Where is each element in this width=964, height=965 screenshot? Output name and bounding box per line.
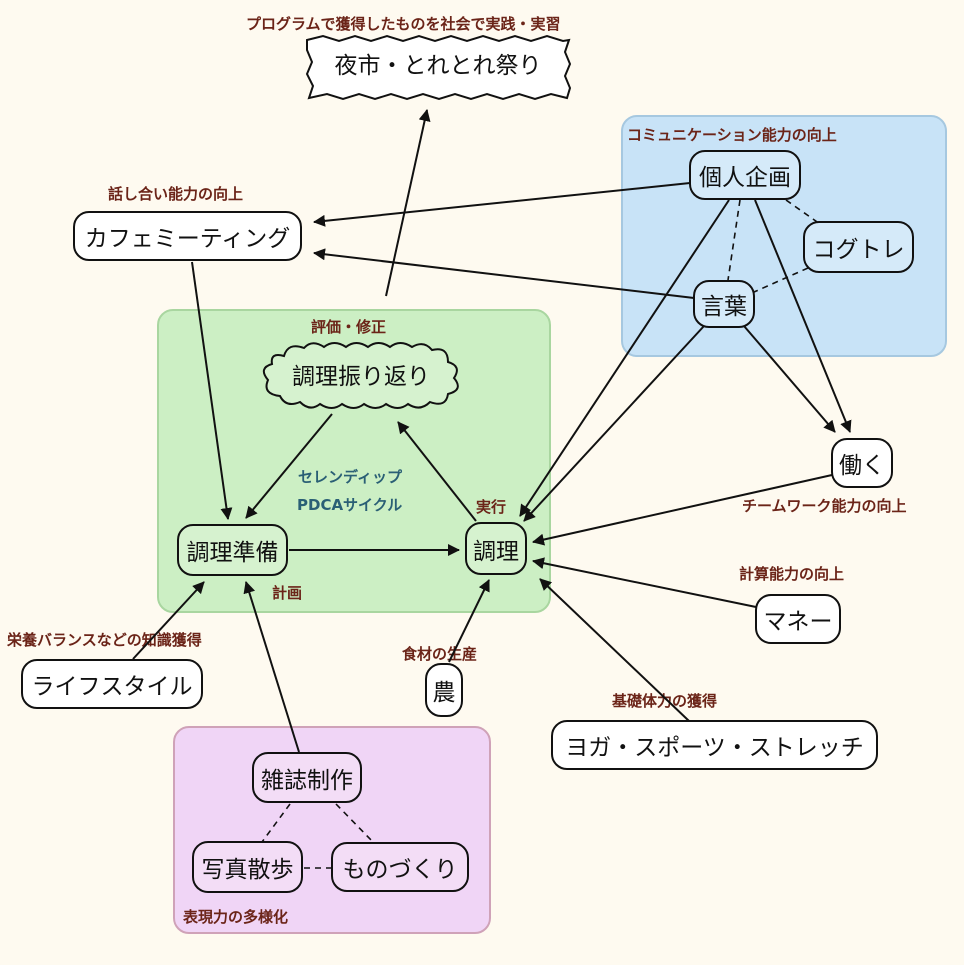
edge-kotoba-to-cooking	[523, 325, 705, 522]
edge-cafe-to-prep	[191, 261, 233, 520]
edge-review-to-prep	[245, 413, 333, 519]
review-cloud-shape	[262, 342, 459, 409]
node-crafting: ものづくり	[331, 842, 469, 892]
label-plan: 計画	[272, 584, 303, 602]
edge-project-to-cafe	[313, 182, 691, 227]
node-work: 働く	[831, 438, 893, 488]
edge-work-to-cooking	[532, 474, 833, 546]
node-money: マネー	[755, 594, 841, 644]
edge-lifestyle-to-prep	[132, 581, 205, 660]
edge-yoga-to-cooking	[539, 578, 690, 722]
node-personal-project: 個人企画	[689, 150, 801, 200]
edge-cogtre-kotoba-dashed	[753, 267, 809, 293]
edge-kotoba-to-cafe	[313, 248, 695, 299]
node-cooking: 調理	[465, 522, 527, 575]
node-photo-walk: 写真散歩	[192, 841, 303, 893]
node-yoga-sports-stretch: ヨガ・スポーツ・ストレッチ	[551, 720, 878, 770]
label-pdca-group: 評価・修正	[311, 318, 387, 336]
node-cafe-meeting: カフェミーティング	[73, 211, 302, 261]
edge-farming-to-cooking	[448, 579, 490, 663]
edge-magazine-crafting-dashed	[335, 803, 375, 844]
label-serendip: セレンディップ	[298, 468, 402, 486]
label-talk: 話し合い能力の向上	[108, 185, 244, 203]
night-market-badge-shape	[305, 34, 572, 101]
label-calc: 計算能力の向上	[739, 565, 845, 583]
edge-project-cogtre-dashed	[785, 199, 821, 225]
edge-project-to-work	[754, 199, 852, 433]
node-kotoba: 言葉	[693, 280, 755, 328]
node-magazine: 雑誌制作	[252, 752, 362, 803]
edge-project-to-cooking	[519, 199, 730, 517]
edge-kotoba-to-work	[743, 325, 836, 433]
label-food-production: 食材の生産	[402, 645, 478, 663]
label-do: 実行	[476, 498, 507, 516]
edge-review-to-night-market	[385, 109, 431, 297]
label-teamwork: チームワーク能力の向上	[742, 497, 907, 515]
label-pdca-cycle: PDCAサイクル	[297, 496, 403, 514]
node-cooking-review: 調理振り返り	[292, 364, 430, 390]
label-practice: プログラムで獲得したものを社会で実践・実習	[246, 15, 561, 33]
label-knowledge: 栄養バランスなどの知識獲得	[7, 631, 202, 649]
edge-magazine-to-prep	[243, 581, 300, 753]
edge-project-kotoba-dashed	[727, 199, 741, 281]
edge-cooking-to-review	[397, 421, 477, 522]
node-night-market: 夜市・とれとれ祭り	[334, 53, 542, 79]
node-farming: 農	[425, 663, 463, 717]
label-physical: 基礎体力の獲得	[612, 692, 718, 710]
node-cooking-prep: 調理準備	[177, 524, 288, 576]
edge-magazine-photo-dashed	[261, 803, 291, 843]
node-lifestyle: ライフスタイル	[21, 659, 203, 709]
label-communication-group: コミュニケーション能力の向上	[627, 126, 837, 144]
node-cogtre: コグトレ	[803, 221, 914, 273]
edge-money-to-cooking	[532, 557, 757, 608]
label-expression-group: 表現力の多様化	[183, 908, 289, 926]
